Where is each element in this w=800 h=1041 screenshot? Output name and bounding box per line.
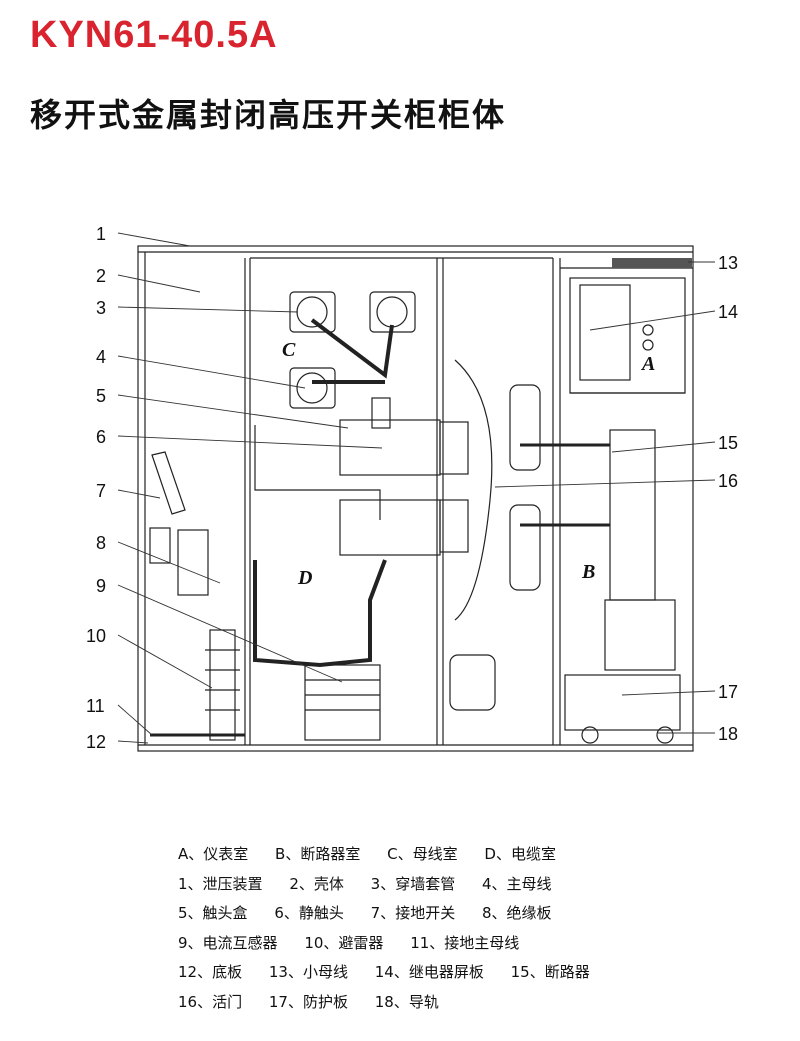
legend-item: 17、防护板	[268, 992, 348, 1011]
legend-item: 7、接地开关	[370, 904, 456, 922]
callout-10: 10	[86, 626, 106, 646]
legend-item: 1、泄压装置	[178, 874, 263, 893]
callout-15: 15	[718, 433, 738, 453]
callout-16: 16	[718, 471, 738, 491]
legend-item: 2、壳体	[289, 874, 344, 893]
legend-item: 13、小母线	[268, 963, 348, 981]
legend-row: A、仪表室 B、断路器室 C、母线室 D、电缆室	[178, 840, 612, 870]
legend-item: 14、继电器屏板	[374, 963, 484, 981]
callout-7: 7	[96, 481, 106, 501]
legend: A、仪表室 B、断路器室 C、母线室 D、电缆室 1、泄压装置 2、壳体 3、穿…	[178, 840, 612, 1017]
legend-row: 12、底板 13、小母线 14、继电器屏板 15、断路器	[178, 958, 612, 988]
callout-11: 11	[86, 696, 105, 716]
callout-8: 8	[96, 533, 106, 553]
model-title: KYN61-40.5A	[30, 14, 278, 56]
legend-item: 16、活门	[178, 992, 243, 1011]
legend-item: 4、主母线	[481, 874, 552, 893]
legend-item: 18、导轨	[374, 992, 439, 1011]
legend-item: 8、绝缘板	[481, 904, 552, 922]
callout-17: 17	[718, 682, 738, 702]
legend-item: 15、断路器	[510, 963, 590, 981]
callout-13: 13	[718, 253, 738, 273]
callout-9: 9	[96, 576, 106, 596]
callout-6: 6	[96, 427, 106, 447]
legend-row: 1、泄压装置 2、壳体 3、穿墙套管 4、主母线	[178, 870, 612, 900]
legend-item: 6、静触头	[274, 904, 344, 922]
legend-row: 9、电流互感器 10、避雷器 11、接地主母线	[178, 929, 612, 959]
zone-label-b: B	[581, 561, 595, 583]
legend-item: C、母线室	[387, 845, 458, 863]
zone-label-a: A	[640, 353, 655, 375]
cabinet-diagram: A B C D 1 2 3 4 5 6 7 8 9 10 11 12 13 14…	[86, 224, 738, 752]
callout-1: 1	[96, 224, 106, 244]
callout-3: 3	[96, 298, 106, 318]
legend-item: 11、接地主母线	[410, 933, 520, 952]
legend-item: 5、触头盒	[178, 904, 248, 922]
legend-item: D、电缆室	[484, 845, 556, 863]
cabinet-outline	[137, 245, 694, 752]
legend-item: A、仪表室	[178, 845, 249, 863]
zone-label-d: D	[297, 567, 312, 589]
legend-item: 9、电流互感器	[178, 933, 278, 952]
zone-label-c: C	[282, 339, 296, 361]
callout-5: 5	[96, 386, 106, 406]
callout-18: 18	[718, 724, 738, 744]
callout-14: 14	[718, 302, 738, 322]
page-subtitle: 移开式金属封闭高压开关柜柜体	[30, 96, 507, 134]
legend-item: 3、穿墙套管	[370, 874, 456, 893]
callout-12: 12	[86, 732, 106, 752]
callout-2: 2	[96, 266, 106, 286]
legend-item: B、断路器室	[275, 845, 361, 863]
callout-4: 4	[96, 347, 106, 367]
legend-item: 10、避雷器	[304, 933, 384, 952]
legend-item: 12、底板	[178, 963, 243, 981]
legend-row: 16、活门 17、防护板 18、导轨	[178, 988, 612, 1018]
legend-row: 5、触头盒 6、静触头 7、接地开关 8、绝缘板	[178, 899, 612, 929]
